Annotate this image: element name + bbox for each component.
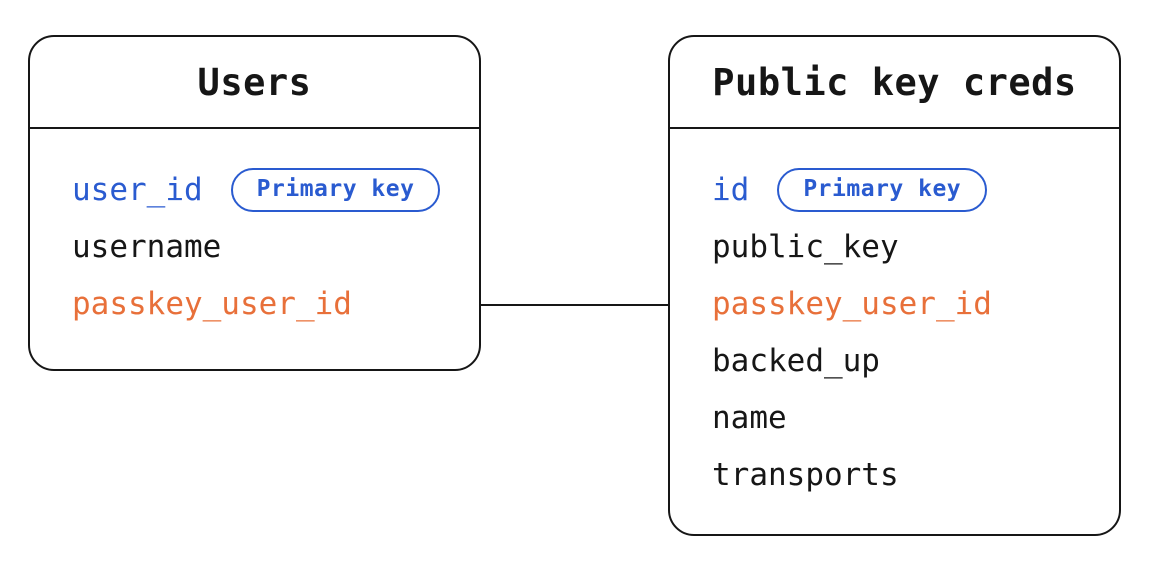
- field-row-passkey-user-id[interactable]: passkey_user_id: [72, 275, 463, 332]
- field-name: user_id: [72, 171, 203, 208]
- entity-public-key-creds-fields: id Primary key public_key passkey_user_i…: [670, 129, 1119, 503]
- field-row-backed-up[interactable]: backed_up: [712, 332, 1103, 389]
- field-name: public_key: [712, 228, 899, 265]
- field-row-user-id[interactable]: user_id Primary key: [72, 161, 463, 218]
- field-name: passkey_user_id: [712, 285, 992, 322]
- field-row-name[interactable]: name: [712, 389, 1103, 446]
- field-name: name: [712, 399, 787, 436]
- primary-key-badge: Primary key: [230, 167, 441, 212]
- entity-users[interactable]: Users user_id Primary key username passk…: [28, 35, 481, 371]
- field-row-public-key[interactable]: public_key: [712, 218, 1103, 275]
- relationship-line: [481, 304, 668, 306]
- field-name: transports: [712, 456, 899, 493]
- entity-title: Users: [197, 60, 312, 104]
- entity-users-header: Users: [30, 37, 479, 129]
- field-name: id: [712, 171, 750, 208]
- entity-public-key-creds[interactable]: Public key creds id Primary key public_k…: [668, 35, 1121, 536]
- field-row-username[interactable]: username: [72, 218, 463, 275]
- field-row-id[interactable]: id Primary key: [712, 161, 1103, 218]
- entity-users-fields: user_id Primary key username passkey_use…: [30, 129, 479, 332]
- field-name: backed_up: [712, 342, 880, 379]
- field-row-passkey-user-id[interactable]: passkey_user_id: [712, 275, 1103, 332]
- field-name: passkey_user_id: [72, 285, 352, 322]
- entity-public-key-creds-header: Public key creds: [670, 37, 1119, 129]
- field-row-transports[interactable]: transports: [712, 446, 1103, 503]
- entity-title: Public key creds: [712, 60, 1077, 104]
- field-name: username: [72, 228, 222, 265]
- primary-key-badge: Primary key: [777, 167, 988, 212]
